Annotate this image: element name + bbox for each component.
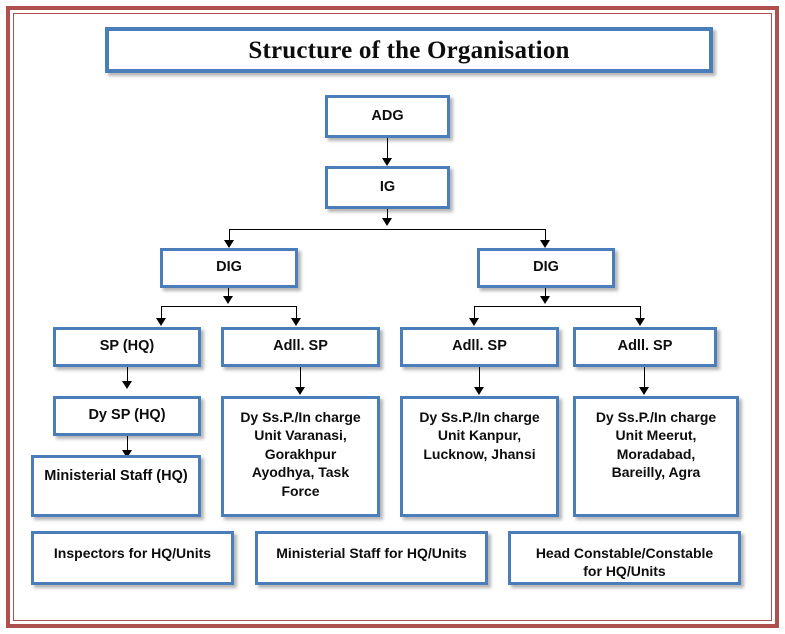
edge-adg-ig-line	[387, 138, 388, 160]
edge-dysphq-minstaffhq-line	[127, 436, 128, 453]
edge-digleft-stub-line	[228, 288, 229, 299]
edge-digright-addlsp3-arrow	[635, 318, 645, 326]
node-addl-sp-1: Adll. SP	[221, 327, 380, 367]
edge-sphq-dysphq-line	[127, 367, 128, 384]
node-addl-sp-2: Adll. SP	[400, 327, 559, 367]
edge-digleft-addlsp1-arrow	[291, 318, 301, 326]
edge-digright-bus	[474, 306, 640, 307]
edge-dysphq-minstaffhq-arrow	[122, 450, 132, 458]
edge-digleft-addlsp1-line	[296, 306, 297, 321]
edge-addlsp3-unit3-arrow	[639, 387, 649, 395]
node-sp-hq: SP (HQ)	[53, 327, 201, 367]
node-ministerial-staff-hq: Ministerial Staff (HQ)	[31, 455, 201, 517]
edge-addlsp2-unit2-line	[479, 367, 480, 390]
edge-sphq-dysphq-arrow	[122, 381, 132, 389]
node-ministerial-staff-units: Ministerial Staff for HQ/Units	[255, 531, 488, 585]
edge-ig-dig-left-arrow	[224, 240, 234, 248]
edge-ig-dig-right-line	[545, 229, 546, 243]
node-unit-kanpur: Dy Ss.P./In charge Unit Kanpur, Lucknow,…	[400, 396, 559, 517]
node-addl-sp-3: Adll. SP	[573, 327, 717, 367]
node-inspectors: Inspectors for HQ/Units	[31, 531, 234, 585]
edge-digright-addlsp2-line	[474, 306, 475, 321]
edge-digright-addlsp2-arrow	[469, 318, 479, 326]
edge-digright-stub-line	[545, 288, 546, 299]
edge-addlsp1-unit1-line	[300, 367, 301, 390]
edge-ig-dig-left-line	[229, 229, 230, 243]
node-unit-meerut: Dy Ss.P./In charge Unit Meerut, Moradaba…	[573, 396, 739, 517]
edge-digright-addlsp3-line	[640, 306, 641, 321]
node-dig-right: DIG	[477, 248, 615, 288]
node-unit-varanasi: Dy Ss.P./In charge Unit Varanasi, Gorakh…	[221, 396, 380, 517]
node-dig-left: DIG	[160, 248, 298, 288]
page-border-inner	[13, 13, 772, 621]
edge-ig-bus	[229, 229, 546, 230]
node-head-constable: Head Constable/Constable for HQ/Units	[508, 531, 741, 585]
edge-addlsp2-unit2-arrow	[474, 387, 484, 395]
node-ig: IG	[325, 166, 450, 209]
page-border-outer	[6, 6, 779, 628]
edge-digleft-sphq-line	[161, 306, 162, 321]
edge-digleft-sphq-arrow	[156, 318, 166, 326]
edge-addlsp1-unit1-arrow	[295, 387, 305, 395]
edge-ig-stub-line	[387, 209, 388, 221]
edge-ig-stub-arrow	[382, 218, 392, 226]
edge-digleft-bus	[161, 306, 296, 307]
page-title: Structure of the Organisation	[105, 27, 713, 73]
edge-ig-dig-right-arrow	[540, 240, 550, 248]
edge-digleft-stub-arrow	[223, 296, 233, 304]
edge-digright-stub-arrow	[540, 296, 550, 304]
node-dy-sp-hq: Dy SP (HQ)	[53, 396, 201, 436]
edge-addlsp3-unit3-line	[644, 367, 645, 390]
edge-adg-ig-arrow	[382, 158, 392, 166]
node-adg: ADG	[325, 95, 450, 138]
